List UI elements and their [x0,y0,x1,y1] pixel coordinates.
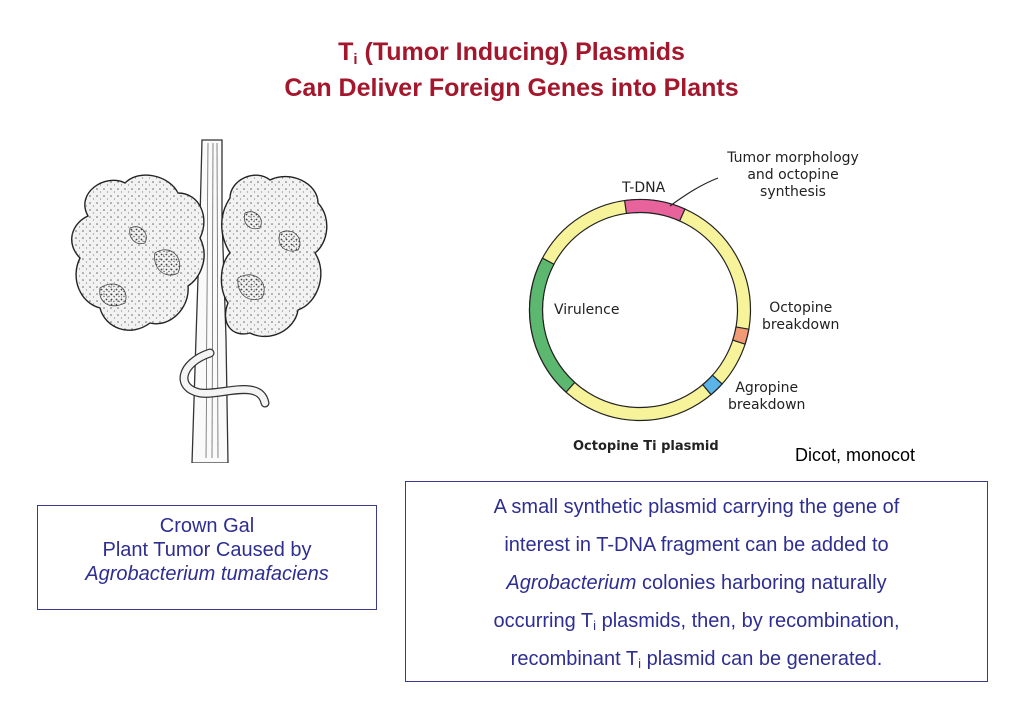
title-line-2: Can Deliver Foreign Genes into Plants [284,74,739,102]
virulence-label: Virulence [554,302,620,318]
octopine-breakdown-label: Octopine breakdown [762,300,840,333]
dicot-monocot-note: Dicot, monocot [795,445,916,465]
agropine-segment [701,374,723,396]
crown-gall-caption-box: Crown Gal Plant Tumor Caused by Agrobact… [37,505,377,610]
explanation-line-3: Agrobacterium colonies harboring natural… [506,572,887,594]
tumor-morphology-label: Tumor morphology and octopine synthesis [727,150,859,200]
crown-gall-line-1: Crown Gal [159,515,255,537]
plasmid-ring [528,198,752,422]
title-line-1: Ti (Tumor Inducing) Plasmids [338,38,685,68]
plasmid-name: Octopine Ti plasmid [573,439,719,454]
octopine-segment [731,326,750,345]
crown-gall-illustration [71,139,328,463]
explanation-line-4: occurring Ti plasmids, then, by recombin… [493,610,900,633]
explanation-line-2: interest in T-DNA fragment can be added … [504,534,889,556]
virulence-segment [528,257,576,393]
tdna-label: T-DNA [622,180,666,196]
crown-gall-line-2: Plant Tumor Caused by [102,539,312,561]
tdna-segment [623,198,686,222]
explanation-line-1: A small synthetic plasmid carrying the g… [493,496,900,518]
agropine-breakdown-label: Agropine breakdown [728,380,806,413]
explanation-box: A small synthetic plasmid carrying the g… [405,481,988,682]
slide-title: Ti (Tumor Inducing) Plasmids Can Deliver… [0,34,1023,106]
crown-gall-line-3: Agrobacterium tumafaciens [85,563,329,585]
ti-plasmid-map [528,177,752,422]
tumor-pointer-line [669,177,719,207]
explanation-line-5: recombinant Ti plasmid can be generated. [510,648,883,671]
